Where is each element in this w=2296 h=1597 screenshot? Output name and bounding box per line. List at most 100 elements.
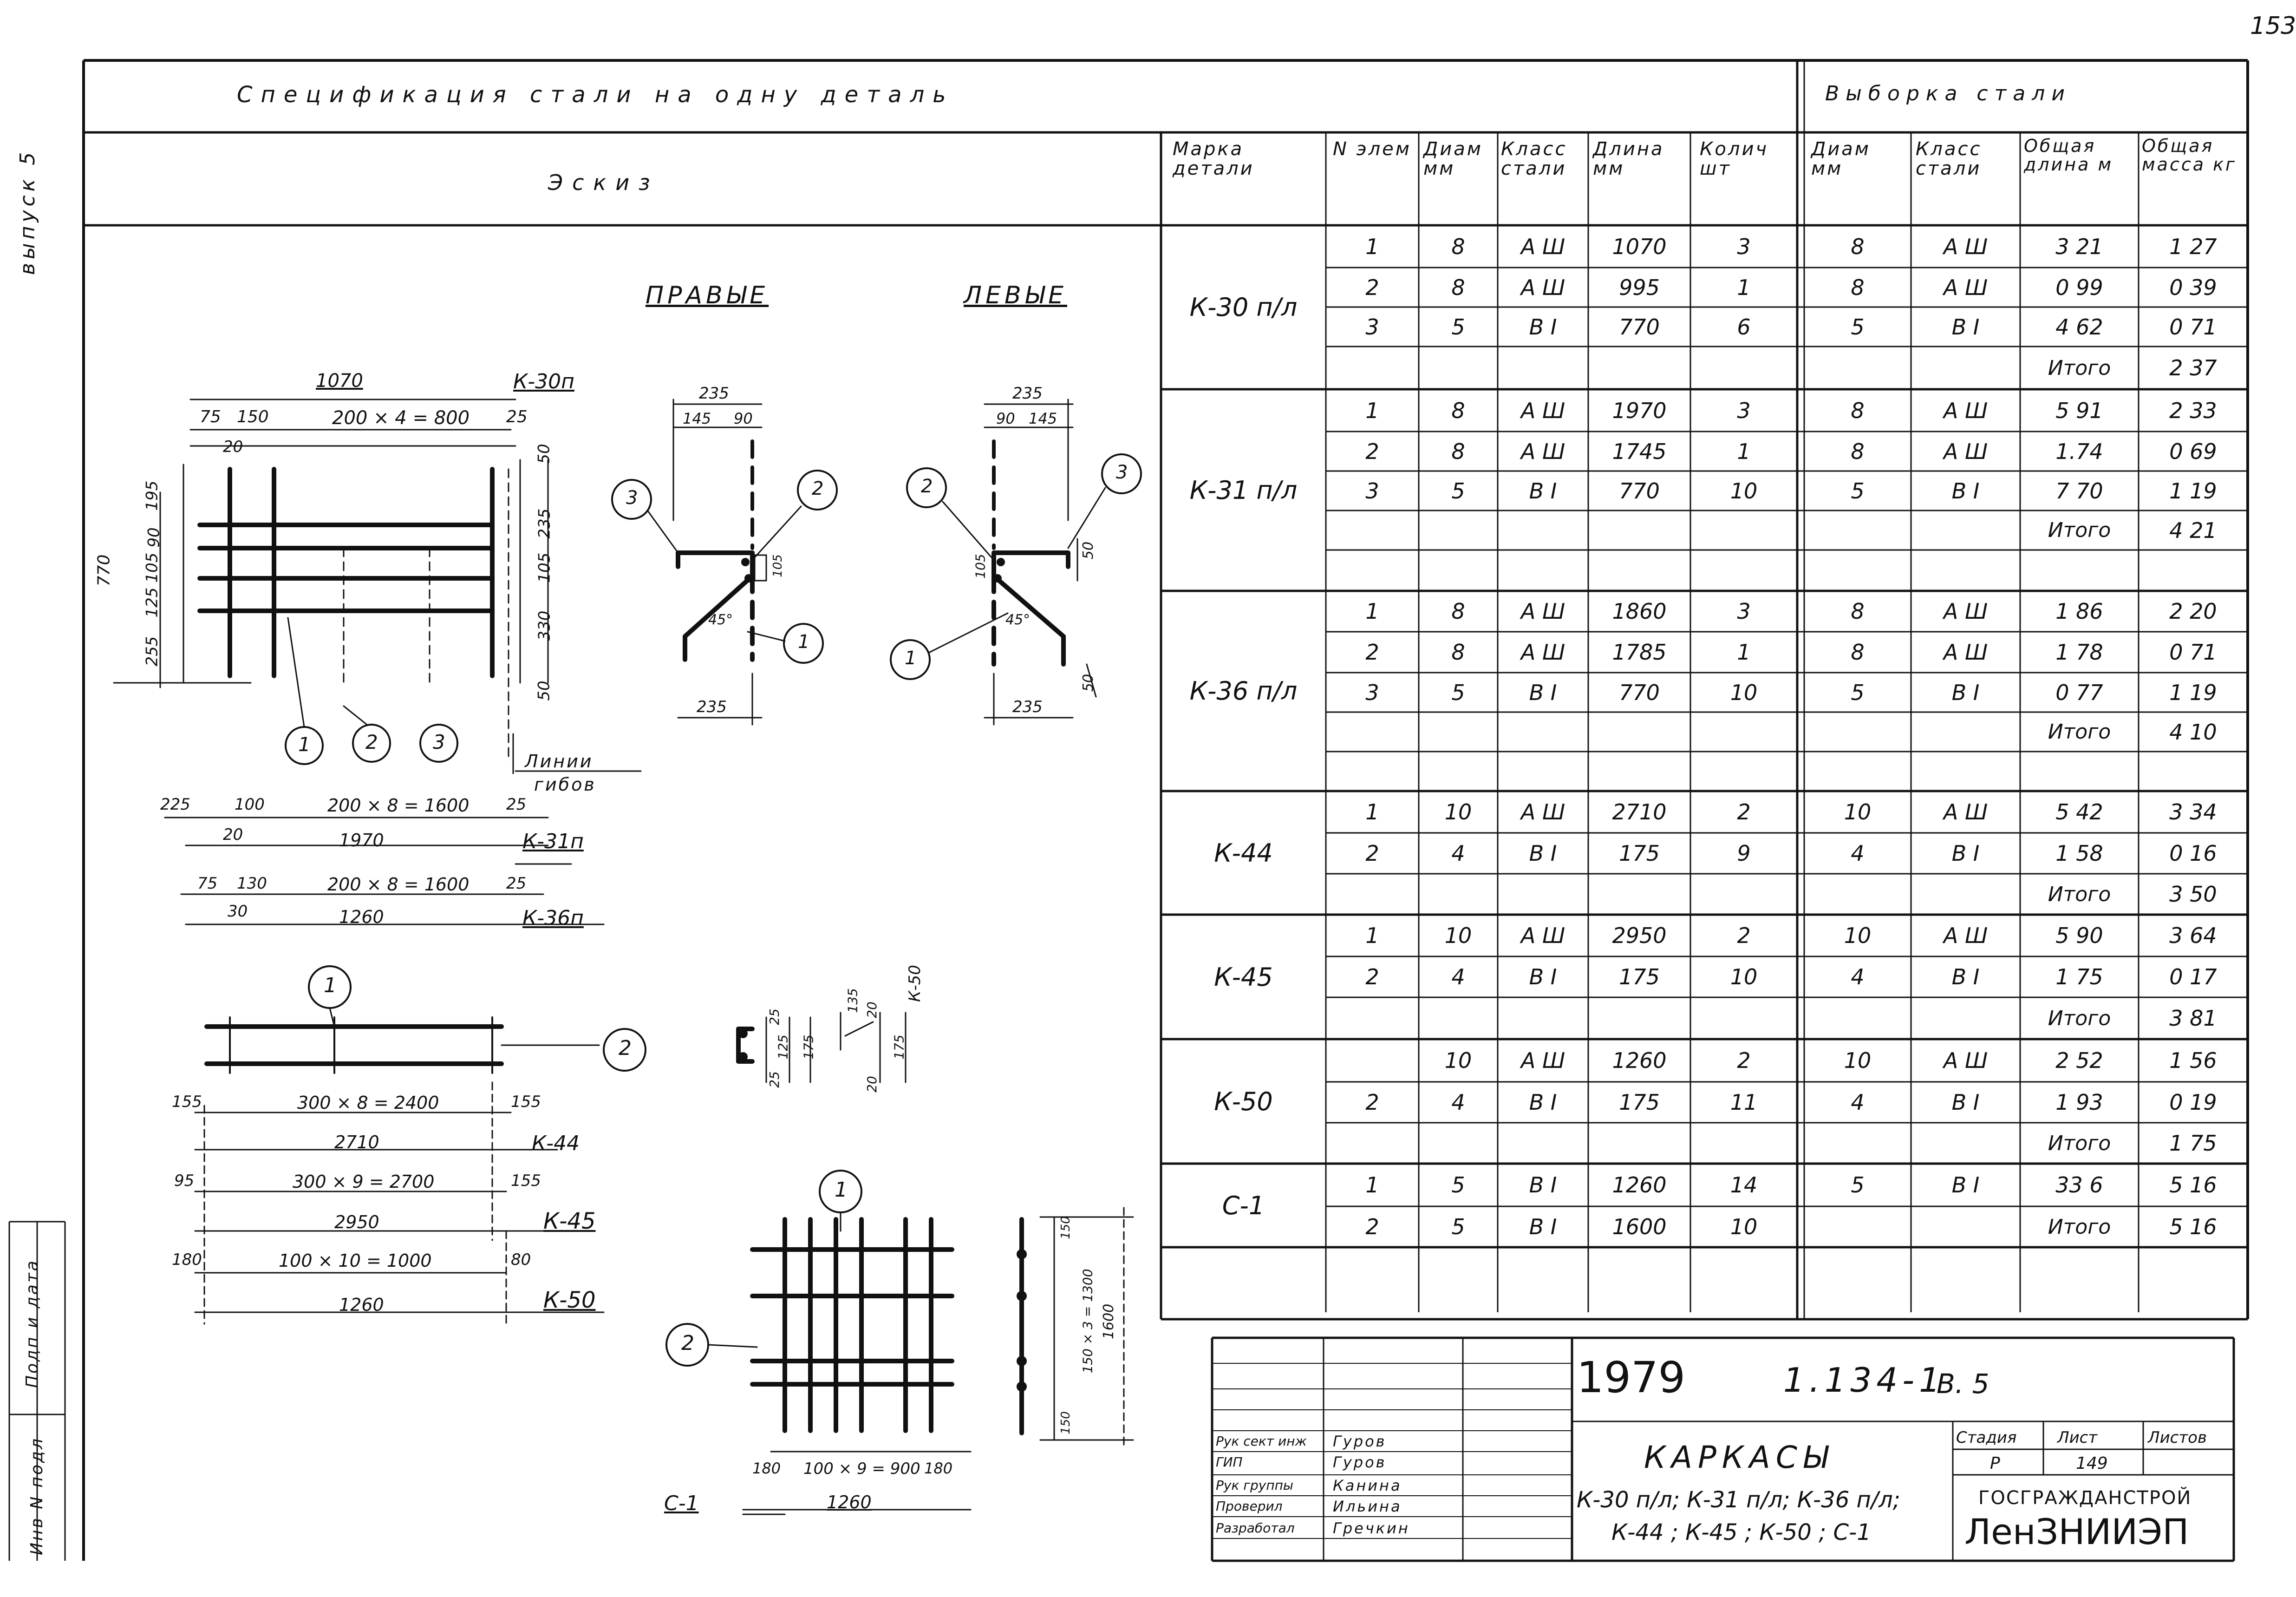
table-cell-sl: Итого xyxy=(2048,518,2111,542)
dim-80: 80 xyxy=(511,1250,531,1269)
table-cell-l: 175 xyxy=(1619,964,1660,989)
table-cell-n: 2 xyxy=(1365,275,1379,300)
table-cell-k: А Ш xyxy=(1520,398,1565,423)
dim-25c: 25 xyxy=(506,874,527,893)
dim-770: 770 xyxy=(94,554,114,587)
table-cell-n: 2 xyxy=(1365,439,1379,464)
table-cell-n: 1 xyxy=(1365,398,1379,423)
lv-dim-90: 90 xyxy=(996,410,1015,427)
table-cell-d: 10 xyxy=(1444,1048,1472,1073)
dim-150: 150 xyxy=(237,407,269,426)
table-cell-sd: 5 xyxy=(1851,314,1865,340)
table-cell-sl: 0 99 xyxy=(2055,275,2103,300)
table-cell-k: А Ш xyxy=(1520,640,1565,665)
pr-dim-105: 105 xyxy=(770,554,785,577)
dim-k50: К-50 xyxy=(543,1287,596,1313)
table-cell-sd: 5 xyxy=(1851,680,1865,705)
table-group-mark: К-30 п/л xyxy=(1189,293,1298,322)
table-cell-d: 10 xyxy=(1444,799,1472,825)
dim-100: 100 xyxy=(235,795,265,814)
lv-dim-145: 145 xyxy=(1029,410,1057,427)
col-s-klass: Класс стали xyxy=(1916,138,1982,179)
table-cell-k: А Ш xyxy=(1520,275,1565,300)
table-cell-sd: 10 xyxy=(1844,1048,1872,1073)
table-cell-k: А Ш xyxy=(1520,923,1565,948)
circle-label-3a: 3 xyxy=(433,731,445,753)
dim-k45: К-45 xyxy=(543,1208,596,1234)
dim-300x9: 300 × 9 = 2700 xyxy=(293,1172,435,1192)
table-cell-sk: А Ш xyxy=(1943,599,1988,624)
table-cell-l: 995 xyxy=(1619,275,1660,300)
table-cell-d: 5 xyxy=(1451,314,1465,340)
dim-30: 30 xyxy=(228,902,248,921)
col-s-dlina: Общая длина м xyxy=(2024,136,2113,175)
k50-dim-20b: 20 xyxy=(864,1076,880,1093)
page-number: 153 xyxy=(2250,12,2296,40)
table-cell-q: 1 xyxy=(1737,439,1751,464)
table-cell-sk: А Ш xyxy=(1943,234,1988,259)
dim-2950: 2950 xyxy=(334,1212,379,1232)
table-cell-sm: 1 27 xyxy=(2169,234,2217,259)
dim-130: 130 xyxy=(237,874,267,893)
lv-circle-1: 1 xyxy=(905,648,917,669)
table-cell-sm: 1 56 xyxy=(2169,1048,2217,1073)
table-cell-k: В I xyxy=(1529,478,1557,504)
table-cell-sm: 0 17 xyxy=(2169,964,2217,989)
table-cell-n: 2 xyxy=(1365,1090,1379,1115)
k50-dim-175a: 175 xyxy=(801,1034,816,1060)
tb-org1: ГОСГРАЖДАНСТРОЙ xyxy=(1978,1487,2192,1509)
table-cell-sk: А Ш xyxy=(1943,923,1988,948)
tb-role: Рук сект инж xyxy=(1216,1433,1307,1449)
table-cell-d: 8 xyxy=(1451,234,1465,259)
table-cell-sm: 5 16 xyxy=(2169,1172,2217,1198)
c1-dim-1260: 1260 xyxy=(827,1492,872,1512)
k50-dim-125: 125 xyxy=(775,1034,791,1060)
table-cell-sd: 4 xyxy=(1851,841,1865,866)
table-cell-l: 1860 xyxy=(1612,599,1667,624)
table-cell-d: 4 xyxy=(1451,964,1465,989)
table-cell-n: 3 xyxy=(1365,478,1379,504)
table-cell-d: 4 xyxy=(1451,841,1465,866)
dim-k36: К-36п xyxy=(522,906,584,930)
lv-dim-105: 105 xyxy=(972,554,988,579)
tb-stadia-h: Стадия xyxy=(1956,1428,2017,1447)
pr-dim-45: 45° xyxy=(708,612,733,628)
table-cell-k: В I xyxy=(1529,1172,1557,1198)
table-cell-q: 1 xyxy=(1737,275,1751,300)
col-diam: Диам мм xyxy=(1423,138,1483,179)
table-cell-d: 8 xyxy=(1451,275,1465,300)
pr-circle-3: 3 xyxy=(626,487,638,509)
table-cell-sm: 0 16 xyxy=(2169,841,2217,866)
table-cell-l: 1970 xyxy=(1612,398,1667,423)
table-cell-k: А Ш xyxy=(1520,234,1565,259)
pr-dim-90: 90 xyxy=(734,410,753,427)
table-cell-sd: 5 xyxy=(1851,478,1865,504)
tb-list: 149 xyxy=(2076,1454,2108,1473)
table-cell-sd: 8 xyxy=(1851,640,1865,665)
table-cell-sl: 2 52 xyxy=(2055,1048,2103,1073)
tb-line1: К-30 п/л; К-31 п/л; К-36 п/л; xyxy=(1577,1487,1900,1513)
table-cell-q: 10 xyxy=(1730,680,1758,705)
table-cell-sm: 1 75 xyxy=(2169,1131,2217,1156)
tb-org2: ЛенЗНИИЭП xyxy=(1964,1511,2189,1552)
dim-125: 125 xyxy=(143,587,162,618)
tb-person: Гуров xyxy=(1333,1453,1387,1471)
dim-225: 225 xyxy=(160,795,190,814)
table-cell-sk: А Ш xyxy=(1943,439,1988,464)
dim-330: 330 xyxy=(535,610,554,641)
dim-20: 20 xyxy=(223,438,243,456)
table-cell-sd: 4 xyxy=(1851,964,1865,989)
table-cell-q: 3 xyxy=(1737,234,1751,259)
spec-title: Спецификация стали на одну деталь xyxy=(237,82,954,108)
table-cell-sd: 8 xyxy=(1851,275,1865,300)
dim-k31: К-31п xyxy=(522,830,584,853)
dim-2710: 2710 xyxy=(334,1132,379,1152)
table-cell-sm: 2 33 xyxy=(2169,398,2217,423)
pr-circle-2: 2 xyxy=(812,478,824,499)
table-cell-n: 1 xyxy=(1365,923,1379,948)
table-cell-sl: Итого xyxy=(2048,1215,2111,1239)
tb-year: 1979 xyxy=(1577,1353,1686,1402)
col-n: N элем xyxy=(1333,138,1411,160)
table-cell-sl: 5 90 xyxy=(2055,923,2103,948)
table-cell-sm: 0 71 xyxy=(2169,314,2217,340)
